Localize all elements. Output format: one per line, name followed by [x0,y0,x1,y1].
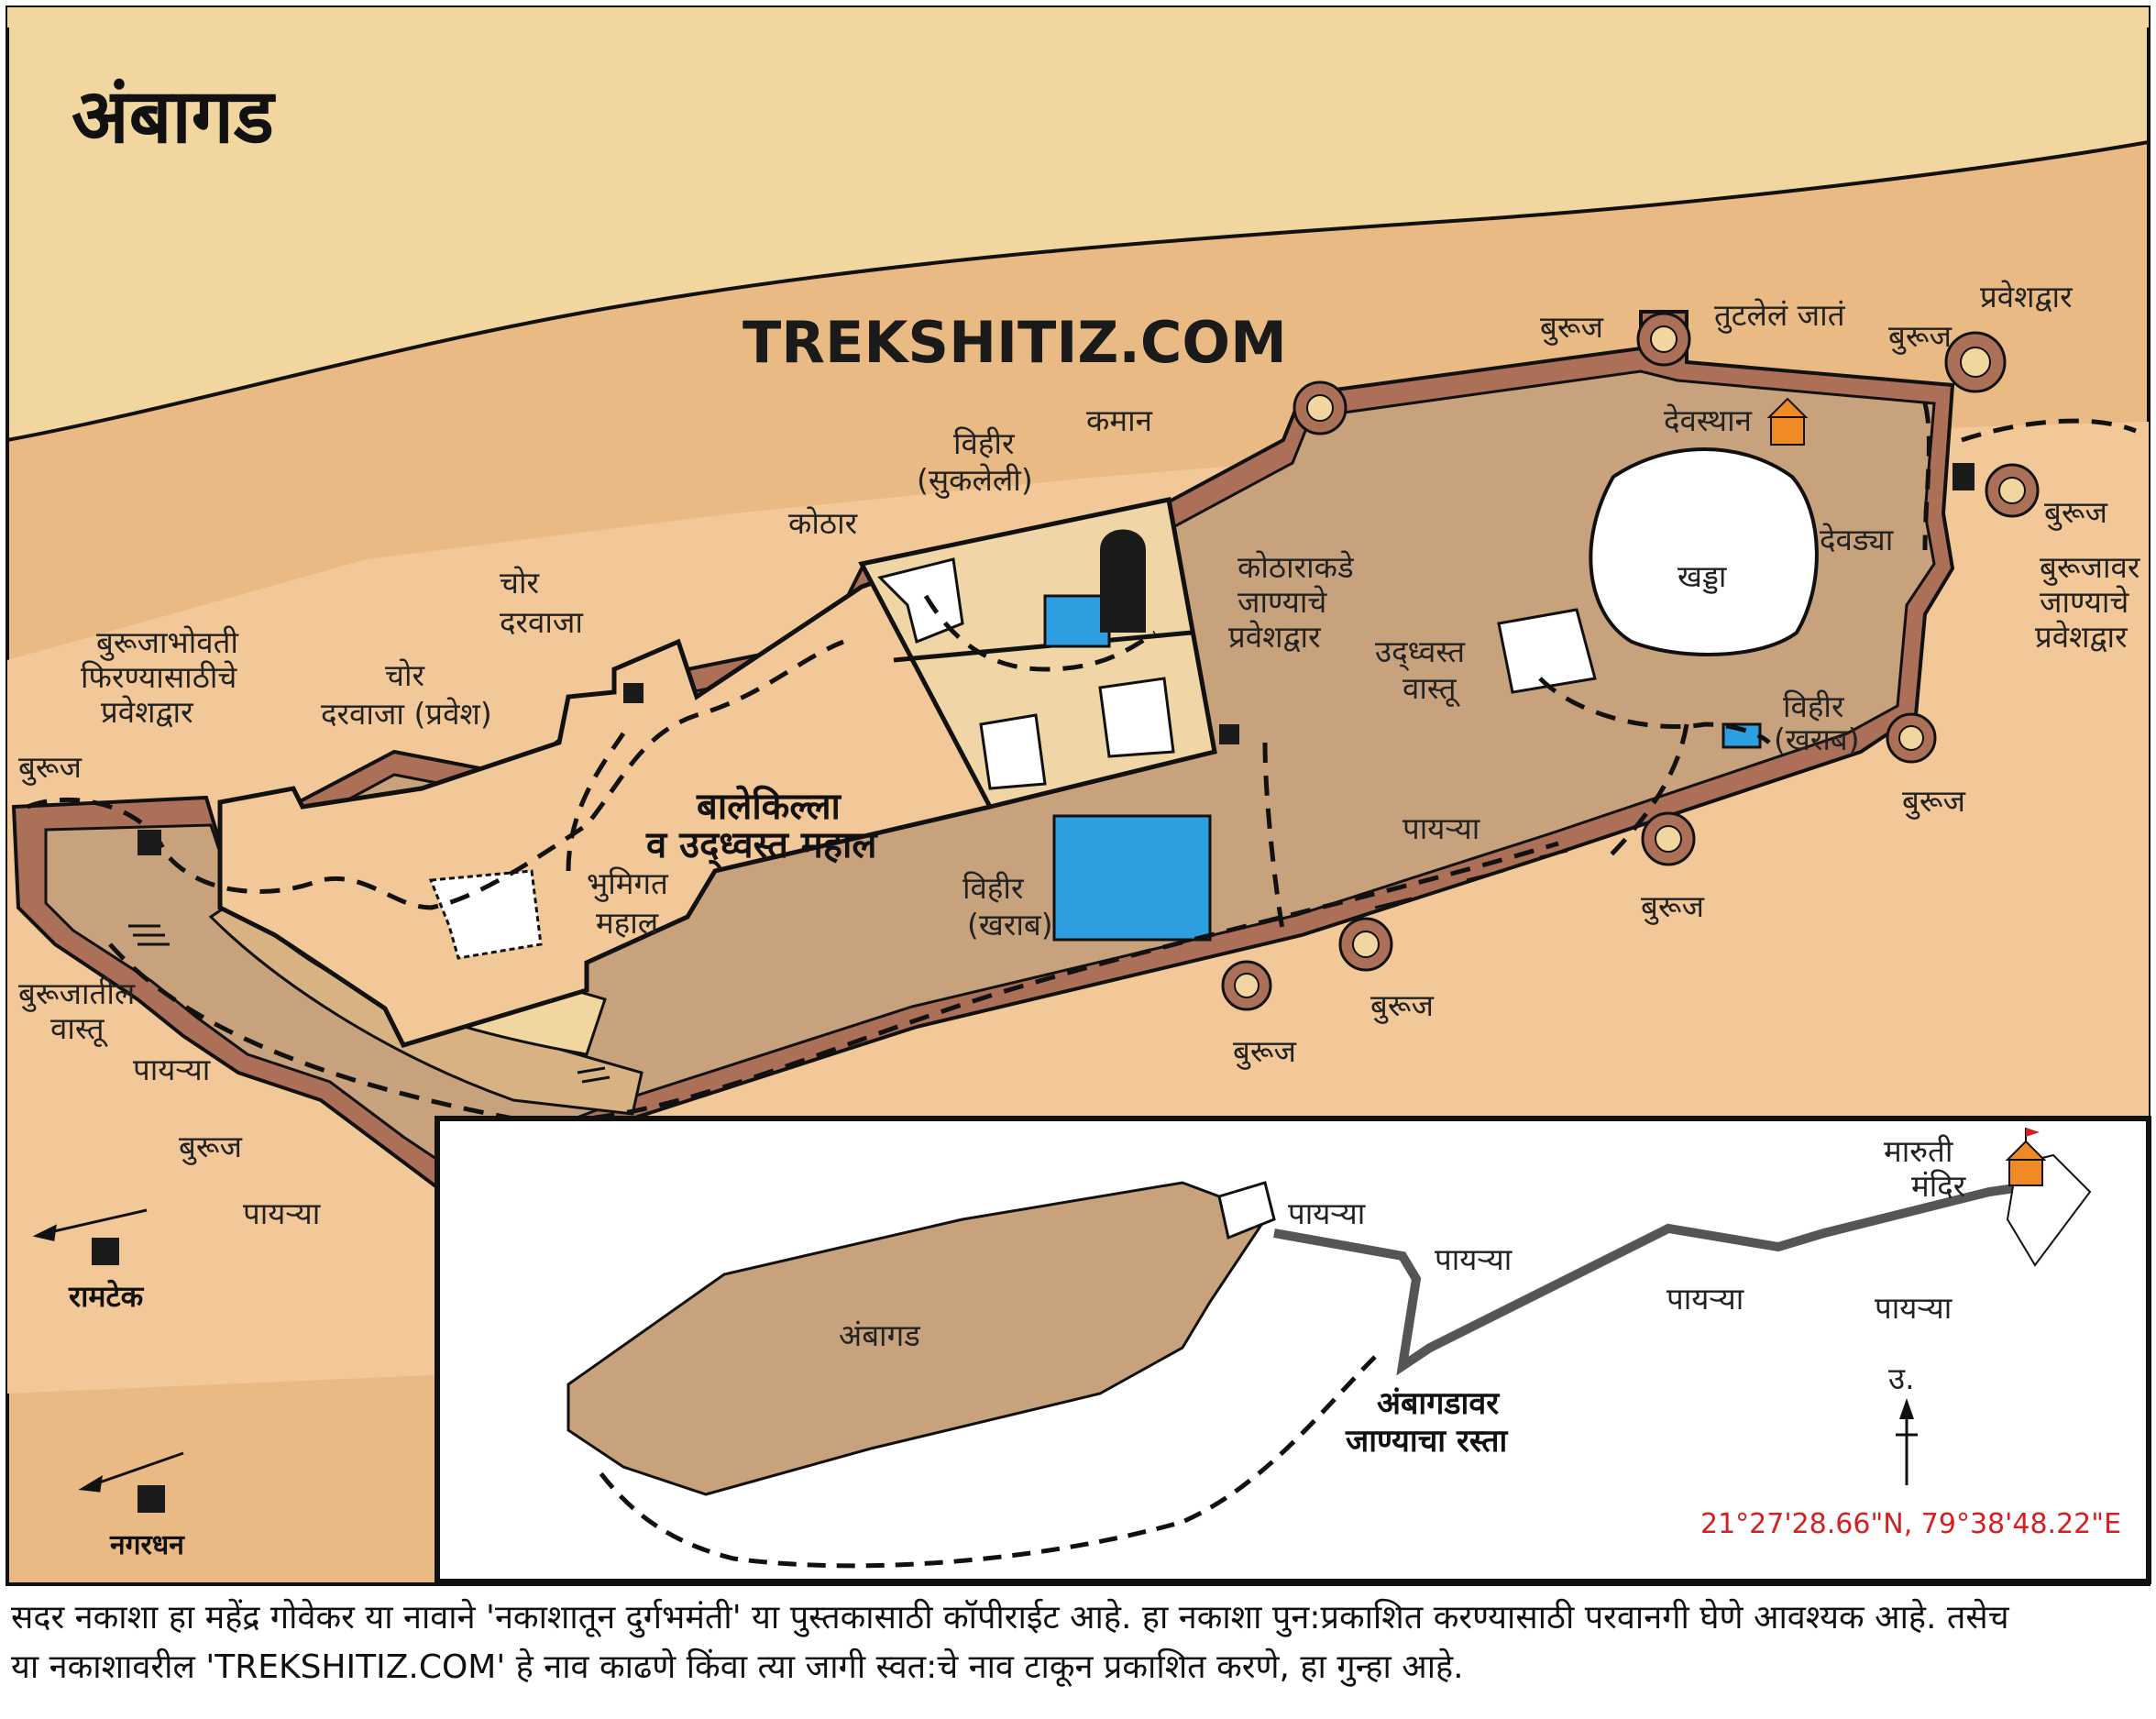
inset-fort [566,1181,1268,1496]
label-darwaja-pravesh: दरवाजा (प्रवेश) [321,696,492,732]
label-buruj: बुरूज [1233,1033,1296,1070]
label-balekilla-1: बालेकिल्ला [696,785,842,828]
label-nagardhan: नगरधन [109,1529,185,1561]
watermark: TREKSHITIZ.COM [742,309,1287,376]
label-kotharakade-3: प्रवेशद्वार [1228,619,1321,655]
gate-markers [138,463,1974,855]
inset-fort-label: अंबागड [839,1317,920,1353]
label-devsthan: देवस्थान [1664,402,1753,438]
inset-label-payarya: पायऱ्या [1666,1281,1745,1317]
trail-paths [27,402,2137,1124]
inset-map: अंबागड पायऱ्या पायऱ्या पायऱ्या पायऱ्या म… [434,1116,2151,1584]
label-burujabhovti-3: प्रवेशद्वार [101,694,193,730]
kothar-ruin [877,557,964,645]
map-canvas: अंबागड TREKSHITIZ.COM बुरूज तुटलेलं जातं… [6,6,2151,1586]
label-darwaja: दरवाजा [500,604,584,640]
maruti-temple-icon [2005,1128,2047,1186]
label-burujavar-2: जाण्याचे [2040,584,2129,620]
copyright-footer: सदर नकाशा हा महेंद्र गोवेकर या नावाने 'न… [11,1593,2147,1692]
stair-marks [128,849,1568,1084]
label-kothar: कोठार [788,505,858,541]
label-kotharakade-1: कोठाराकडे [1238,549,1354,585]
inset-approach-path [594,1355,1377,1569]
inset-label-maruti-2: मंदिर [1911,1168,1966,1204]
label-sukleli: (सुकलेली) [917,462,1033,499]
label-vihir: विहीर [962,870,1024,906]
inset-annex [1217,1181,1276,1240]
inset-route-label-2: जाण्याचा रस्ता [1345,1423,1508,1460]
inset-label-payarya: पायऱ्या [1875,1290,1953,1326]
inset-stair-route [1273,1178,2054,1376]
ramtek-fort-icon [92,1238,119,1265]
label-bhumigat-2: महाल [596,905,659,941]
label-vihir: विहीर [1783,689,1844,724]
label-pravesh-dwar: प्रवेशद्वार [1980,279,2073,314]
ruin-block [979,713,1047,790]
inset-north-label: उ. [1888,1361,1915,1396]
label-buruj: बुरूज [1888,318,1952,355]
label-burujabhovti-2: फिरण्यासाठीचे [81,659,237,695]
bastion-centres [1234,325,2026,998]
label-bhumigat-1: भुमिगत [587,865,669,902]
label-devdya: देवड्या [1820,522,1895,557]
label-buruj: बुरूज [1540,309,1603,346]
label-kaman: कमान [1086,402,1153,438]
label-buruj: बुरूज [1641,888,1704,925]
well-damaged [1052,814,1212,942]
label-kharab: (खराब) [1774,722,1860,757]
terrain-upper-band [6,6,2150,443]
ruin-block [1098,677,1175,758]
label-udhwasta-1: उद्ध्वस्त [1375,634,1466,671]
label-vihir: विहीर [953,425,1015,461]
inset-label-maruti-1: मारुती [1884,1133,1954,1169]
label-burujavar-1: बुरूजावर [2040,549,2140,586]
label-buruj: बुरूज [179,1129,242,1165]
label-buruj: बुरूज [18,749,82,786]
north-arrow [1896,1398,1918,1485]
label-ramtek: रामटेक [68,1279,145,1314]
label-burujatil-2: वास्तू [50,1010,109,1048]
devsthan-temple [1766,397,1809,446]
label-chor: चोर [500,565,540,601]
inset-label-payarya: पायऱ्या [1288,1196,1367,1231]
label-chor: चोर [385,657,425,693]
kothar-divider [893,630,1193,663]
label-balekilla-2: व उद्ध्वस्त महाल [645,824,878,869]
kaman-arch [1100,529,1146,633]
label-burujavar-3: प्रवेशद्वार [2035,619,2128,655]
label-payarya: पायऱ्या [133,1052,212,1087]
map-title: अंबागड [72,73,276,160]
label-burujatil-1: बुरूजातील [18,975,136,1012]
well-dry [1043,594,1111,648]
label-khaddha: खड्डा [1678,558,1728,594]
inset-label-payarya: पायऱ्या [1435,1241,1513,1277]
fort-symbols [92,1238,165,1513]
inset-coordinates: 21°27'28.66"N, 79°38'48.22"E [1700,1508,2121,1540]
nagardhan-fort-icon [138,1485,165,1513]
footer-line-2: या नकाशावरील 'TREKSHITIZ.COM' हे नाव काढ… [11,1648,1464,1686]
label-buruj: बुरूज [1902,783,1965,820]
label-burujabhovti-1: बुरूजाभोवती [96,624,239,661]
label-kharab: (खराब) [967,907,1053,942]
inset-route-label-1: अंबागडावर [1377,1385,1500,1422]
label-kotharakade-2: जाण्याचे [1238,584,1327,620]
direction-arrows [32,1208,184,1493]
label-tutlela-jata: तुटलेलं जातं [1714,297,1846,334]
khaddha-pit [1589,447,1819,656]
label-udhwasta-2: वास्तू [1402,670,1461,708]
label-buruj: बुरूज [2044,494,2107,531]
label-payarya: पायऱ्या [1402,810,1481,846]
footer-line-1: सदर नकाशा हा महेंद्र गोवेकर या नावाने 'न… [11,1599,2009,1636]
terrain-top-strip [7,7,2149,28]
udhwasta-vastu-ruin [1497,608,1597,694]
label-payarya: पायऱ्या [243,1196,322,1231]
label-buruj: बुरूज [1370,987,1434,1024]
